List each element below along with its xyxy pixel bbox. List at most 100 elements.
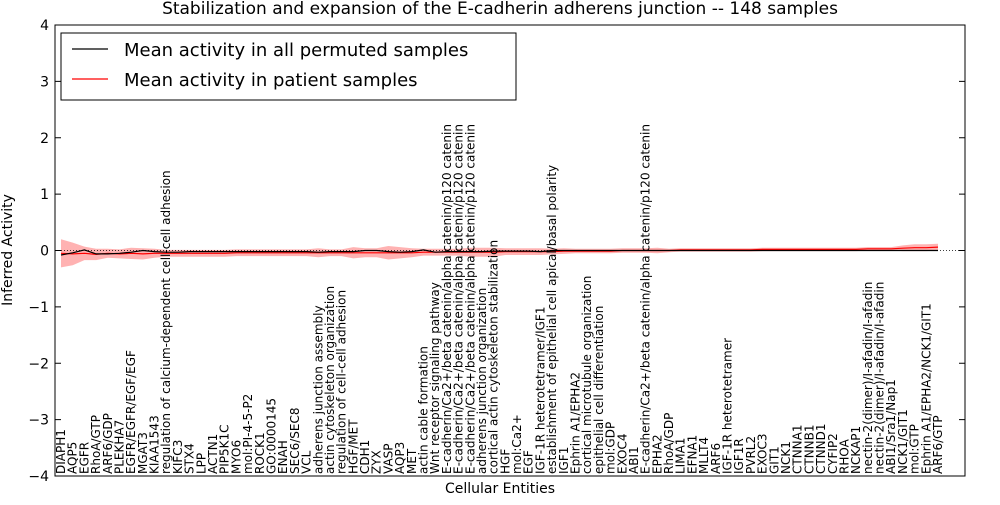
- x-tick-label: EXOC4: [615, 434, 629, 475]
- x-tick-label: E-cadherin/Ca2+/beta catenin/alpha caten…: [452, 124, 466, 474]
- series-line-permuted: [60, 249, 938, 256]
- x-tick-label: CDH1: [358, 440, 372, 474]
- x-tick-label: MLLT4: [697, 437, 711, 474]
- x-tick-label: RhoA/GDP: [662, 413, 676, 474]
- x-tick-label: SEC6/SEC8: [288, 408, 302, 474]
- x-tick-label: AQP3: [393, 442, 407, 474]
- y-tick-label: 3: [40, 74, 49, 90]
- x-tick-label: LIMA1: [674, 438, 688, 474]
- x-tick-label: nectin-2(dimer)/I-afadin/I-afadin: [861, 282, 875, 474]
- x-tick-label: MYO6: [229, 440, 243, 474]
- series-line-patient: [60, 246, 939, 256]
- x-tick-label: PVRL2: [744, 436, 758, 474]
- x-tick-label: EGFR/EGFR/EGF/EGF: [124, 350, 138, 474]
- x-tick-label: regulation of cell-cell adhesion: [335, 290, 349, 474]
- x-tick-label: Ephrin A1/EPHA2/NCK1/GIT1: [919, 303, 933, 474]
- x-tick-label: VCL: [300, 450, 314, 474]
- series-layer: [60, 246, 939, 256]
- x-tick-label: KIAA1543: [148, 415, 162, 474]
- x-tick-label: CTNNB1: [802, 424, 816, 474]
- x-tick-label: ABI1: [627, 446, 641, 474]
- x-tick-label: EGF: [522, 450, 536, 474]
- y-tick-label: −4: [28, 469, 49, 485]
- x-tick-label: EXOC3: [756, 434, 770, 475]
- category-label-layer: DIAPH1AQP5EGFRRhoA/GTPARF6/GDPPLEKHA7EGF…: [54, 124, 945, 474]
- x-tick-label: ABI1/Sra1/Nap1: [884, 379, 898, 474]
- x-tick-label: actin cytoskeleton organization: [323, 286, 337, 474]
- x-tick-label: mol:Ca2+: [510, 414, 524, 474]
- x-tick-label: adherens junction assembly: [311, 305, 325, 474]
- x-tick-label: VASP: [381, 443, 395, 474]
- chart-title: Stabilization and expansion of the E-cad…: [162, 0, 838, 19]
- x-tick-label: Wnt receptor signaling pathway: [428, 282, 442, 474]
- x-tick-label: IGF-1R heterotetramer/IGF1: [533, 307, 547, 474]
- x-tick-label: mol:GTP: [908, 424, 922, 474]
- x-tick-label: ARF6/GTP: [931, 415, 945, 474]
- x-tick-label: nectin-2(dimer)/I-afadin/I-afadin: [873, 282, 887, 474]
- x-tick-label: NCKAP1: [849, 426, 863, 474]
- x-tick-label: CYFIP2: [826, 433, 840, 474]
- x-tick-label: LPP: [194, 453, 208, 474]
- x-tick-label: MGAT3: [136, 432, 150, 474]
- x-tick-label: E-cadherin/Ca2+/beta catenin/alpha caten…: [463, 124, 477, 474]
- x-tick-label: adherens junction organization: [475, 288, 489, 474]
- x-tick-label: ARF6/GDP: [101, 413, 115, 474]
- x-tick-label: AQP5: [66, 442, 80, 474]
- x-tick-label: E-cadherin/Ca2+/beta catenin/alpha caten…: [639, 124, 653, 474]
- legend: Mean activity in all permuted samples Me…: [60, 32, 517, 101]
- x-tick-label: regulation of calcium-dependent cell-cel…: [159, 170, 173, 474]
- x-tick-label: NCK1/GIT1: [896, 409, 910, 474]
- y-tick-label: −1: [28, 300, 49, 316]
- x-tick-label: HGF/MET: [346, 419, 360, 474]
- x-tick-label: ACTN1: [206, 434, 220, 474]
- x-tick-label: Ephrin A1/EPHA2: [569, 372, 583, 474]
- x-tick-label: mol:PI-4-5-P2: [241, 394, 255, 474]
- x-tick-label: KIFC3: [171, 440, 185, 474]
- x-tick-label: MET: [405, 448, 419, 474]
- x-tick-label: HGF: [498, 449, 512, 474]
- x-tick-label: cortical microtubule organization: [580, 276, 594, 474]
- y-tick-label: 2: [40, 131, 49, 147]
- x-tick-label: PLEKHA7: [113, 420, 127, 474]
- x-tick-label: ENAH: [276, 440, 290, 474]
- x-tick-label: DIAPH1: [54, 429, 68, 474]
- confidence-band-layer: [61, 239, 938, 268]
- x-tick-label: CTNNA1: [791, 424, 805, 474]
- x-tick-label: EPHA2: [650, 434, 664, 474]
- x-tick-label: actin cable formation: [417, 346, 431, 474]
- x-tick-label: mol:GDP: [604, 422, 618, 474]
- x-axis-label: Cellular Entities: [445, 481, 555, 497]
- legend-label-patient: Mean activity in patient samples: [124, 70, 418, 91]
- x-tick-label: cortical actin cytoskeleton stabilizatio…: [487, 240, 501, 474]
- x-tick-label: ARF6: [709, 443, 723, 474]
- x-tick-label: GIT1: [767, 446, 781, 474]
- x-tick-label: ROCK1: [253, 432, 267, 474]
- x-tick-label: NCK1: [779, 441, 793, 474]
- x-tick-label: IGF1: [557, 447, 571, 474]
- x-tick-label: PIP5K1C: [218, 424, 232, 474]
- x-tick-label: EFNA1: [685, 435, 699, 474]
- y-tick-label: 0: [40, 244, 49, 260]
- x-tick-label: E-cadherin/Ca2+/beta catenin/alpha caten…: [440, 124, 454, 474]
- y-tick-label: 1: [40, 187, 49, 203]
- legend-box: [60, 32, 517, 101]
- x-tick-label: EGFR: [77, 442, 91, 474]
- y-tick-label: −3: [28, 413, 49, 429]
- y-axis-label: Inferred Activity: [0, 194, 16, 306]
- patient-confidence-band: [61, 239, 938, 268]
- legend-label-permuted: Mean activity in all permuted samples: [124, 40, 468, 61]
- x-tick-label: GO:0000145: [265, 398, 279, 474]
- x-tick-label: IGF-1R heterotetramer: [721, 338, 735, 474]
- x-tick-label: CTNND1: [814, 423, 828, 474]
- x-tick-label: epithelial cell differentiation: [592, 306, 606, 474]
- x-tick-label: STX4: [183, 443, 197, 474]
- x-tick-label: ZYX: [370, 450, 384, 474]
- x-tick-label: establishment of epithelial cell apical/…: [545, 165, 559, 474]
- x-tick-label: RHOA: [838, 438, 852, 474]
- x-tick-label: RhoA/GTP: [89, 415, 103, 474]
- x-tick-label: IGF1R: [732, 438, 746, 474]
- y-tick-label: −2: [28, 356, 49, 372]
